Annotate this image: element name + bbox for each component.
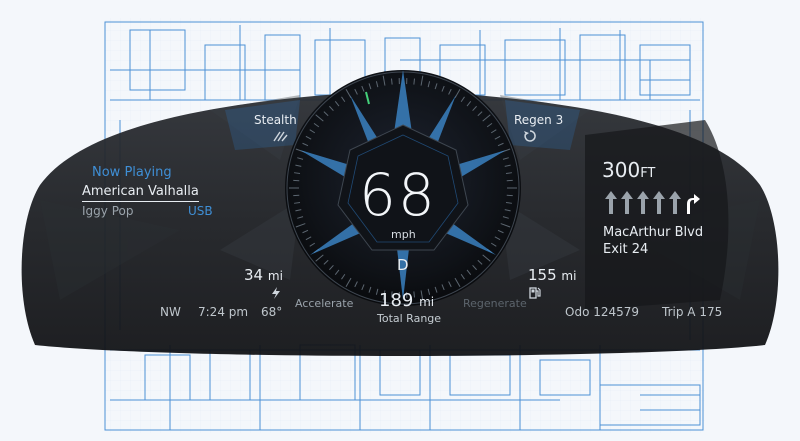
electric-charge-icon — [272, 287, 280, 299]
nav-exit: Exit 24 — [603, 242, 649, 257]
drive-mode-stealth[interactable]: Stealth — [254, 113, 297, 127]
odometer-label: Odo — [565, 305, 590, 319]
speed-unit: mph — [391, 228, 416, 241]
regen-icon — [524, 130, 536, 142]
electric-range: 34 mi — [244, 266, 283, 284]
total-range-unit: mi — [419, 295, 435, 309]
accelerate-label: Accelerate — [295, 297, 354, 310]
lane-arrow-straight-icon — [605, 191, 617, 214]
clock-time: 7:24 pm — [198, 305, 249, 319]
regenerate-label: Regenerate — [463, 297, 527, 310]
media-source-usb[interactable]: USB — [188, 204, 213, 218]
lane-arrow-right-turn-icon — [687, 194, 700, 214]
total-range-label: Total Range — [377, 312, 442, 325]
nav-street-name: MacArthur Blvd — [603, 225, 704, 240]
speed-value: 68 — [359, 161, 437, 229]
odometer: Odo 124579 — [565, 305, 639, 319]
lane-arrow-straight-icon — [637, 191, 649, 214]
odometer-value: 124579 — [593, 305, 640, 319]
electric-range-unit: mi — [267, 269, 283, 283]
turn-distance: 300FT — [602, 158, 655, 182]
lane-arrow-straight-icon — [669, 191, 681, 214]
outside-temperature: 68° — [261, 305, 283, 319]
now-playing-heading: Now Playing — [92, 165, 172, 180]
lane-arrow-straight-icon — [621, 191, 633, 214]
drive-mode-regen[interactable]: Regen 3 — [514, 113, 564, 127]
trip-value: 175 — [699, 305, 723, 319]
electric-range-value: 34 — [244, 266, 264, 284]
compass-heading: NW — [160, 305, 181, 319]
turn-distance-value: 300 — [602, 158, 641, 182]
fuel-range-unit: mi — [561, 269, 577, 283]
gear-indicator: D — [397, 256, 409, 274]
stealth-icon — [273, 131, 288, 142]
lane-arrow-straight-icon — [653, 191, 665, 214]
artist-name: Iggy Pop — [82, 204, 134, 218]
lane-guidance — [602, 190, 722, 214]
total-range-value: 189 — [379, 290, 414, 311]
trip-label: Trip A — [662, 305, 696, 319]
fuel-pump-icon — [529, 287, 541, 299]
fuel-range: 155 mi — [528, 266, 576, 284]
fuel-range-value: 155 — [528, 266, 557, 284]
trip-meter: Trip A 175 — [662, 305, 722, 319]
turn-distance-unit: FT — [640, 166, 656, 181]
total-range: 189 mi — [379, 290, 434, 311]
track-title[interactable]: American Valhalla — [82, 184, 199, 202]
